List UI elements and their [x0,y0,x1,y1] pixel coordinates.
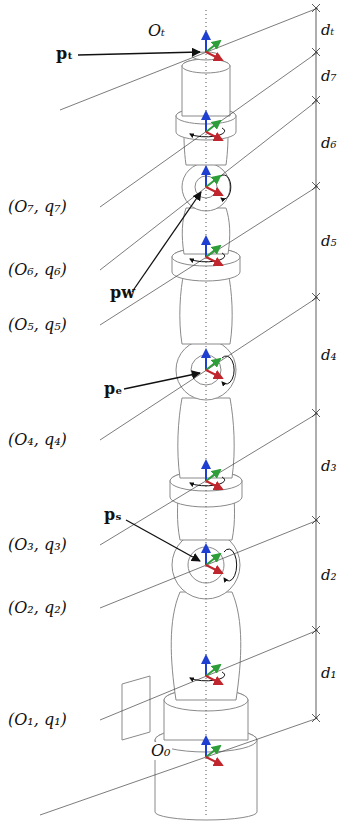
dimension-label: d₃ [321,457,337,475]
point-label: pw [110,284,135,302]
dimension-label: d₆ [321,134,337,152]
reference-lines [40,8,318,815]
joint-label: (O₂, q₂) [8,599,67,617]
point-label: pₜ [56,45,73,63]
joint-label: (O₁, q₁) [8,711,67,729]
dimension-label: d₇ [321,67,337,85]
rotation-arrows [190,128,237,681]
frame-label: Oₜ [148,22,165,40]
dimension-label: dₜ [321,21,334,39]
point-label: pₛ [104,506,122,524]
leader-arrows [78,52,201,561]
point-label: pₑ [104,380,122,398]
joint-label: (O₆, q₆) [8,261,67,279]
dimension-label: d₅ [321,232,337,250]
joint-label: (O₅, q₅) [8,316,67,334]
coordinate-frames [206,32,222,765]
robot-body [122,52,257,820]
dimension-label: d₄ [321,346,337,364]
joint-label: (O₇, q₇) [8,198,67,216]
dimension-line [312,4,320,722]
dimension-label: d₂ [321,566,337,584]
joint-label: (O₄, q₄) [8,431,67,449]
joint-label: (O₃, q₃) [8,536,67,554]
dimension-label: d₁ [321,664,337,682]
frame-label: O₀ [150,742,172,760]
